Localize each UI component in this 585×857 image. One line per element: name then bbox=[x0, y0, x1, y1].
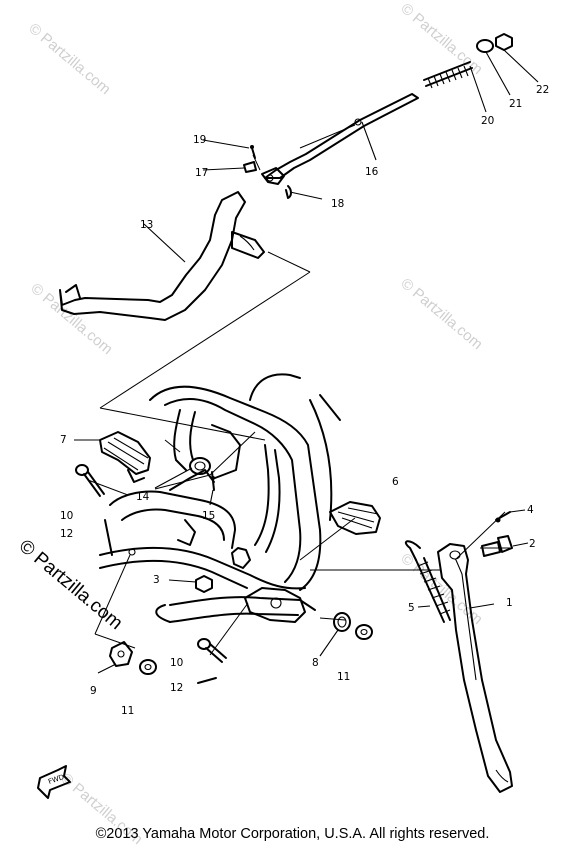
part-10-bolt-lower bbox=[197, 638, 227, 663]
callout-labels: 1 2 3 4 5 6 7 8 9 10 10 11 11 12 12 13 1… bbox=[60, 84, 549, 717]
part-12-pin-lower bbox=[197, 677, 217, 684]
watermark: © Partzilla.com bbox=[397, 0, 485, 78]
part-8-collar bbox=[333, 612, 351, 632]
callout-12a: 12 bbox=[60, 528, 73, 540]
watermarks: © Partzilla.com © Partzilla.com © Partzi… bbox=[15, 0, 486, 848]
part-4-cotter bbox=[495, 511, 511, 523]
part-19-cotter bbox=[250, 145, 256, 159]
callout-8: 8 bbox=[312, 657, 319, 669]
callout-16: 16 bbox=[365, 166, 379, 178]
reference-lines bbox=[87, 124, 510, 656]
part-7-footrest bbox=[99, 431, 151, 483]
callout-14: 14 bbox=[136, 491, 150, 503]
callout-9: 9 bbox=[90, 685, 97, 697]
watermark: © Partzilla.com bbox=[397, 275, 485, 353]
callout-leaders bbox=[74, 49, 539, 674]
copyright-notice: ©2013 Yamaha Motor Corporation, U.S.A. A… bbox=[95, 826, 490, 842]
part-9-bracket bbox=[109, 641, 133, 667]
callout-21: 21 bbox=[509, 98, 522, 110]
watermark-large: © Partzilla.com bbox=[15, 536, 127, 634]
callout-4: 4 bbox=[527, 504, 534, 516]
part-2-bolt bbox=[481, 535, 513, 557]
frame bbox=[99, 373, 341, 623]
callout-18: 18 bbox=[331, 198, 344, 210]
part-3-nut bbox=[195, 575, 213, 593]
part-1-sidestand bbox=[437, 543, 513, 793]
callout-10b: 10 bbox=[170, 657, 183, 669]
callout-11a: 11 bbox=[121, 705, 134, 717]
part-21-washer bbox=[476, 39, 494, 53]
part-20-spring bbox=[423, 61, 473, 89]
part-11-washer-left bbox=[139, 659, 157, 675]
part-18-cotter-pin bbox=[285, 185, 292, 199]
callout-5: 5 bbox=[408, 602, 415, 614]
part-14-spring bbox=[189, 457, 211, 475]
callout-7: 7 bbox=[60, 434, 67, 446]
callout-22: 22 bbox=[536, 84, 549, 96]
callout-11b: 11 bbox=[337, 671, 350, 683]
part-11-washer-right bbox=[355, 624, 373, 640]
callout-1: 1 bbox=[506, 597, 513, 609]
part-10-bolt-upper bbox=[75, 464, 105, 497]
callout-15: 15 bbox=[202, 510, 215, 522]
part-6-footrest bbox=[329, 501, 381, 535]
callout-13: 13 bbox=[140, 219, 153, 231]
callout-3: 3 bbox=[153, 574, 160, 586]
part-15-bolt bbox=[211, 471, 215, 491]
callout-2: 2 bbox=[529, 538, 536, 550]
callout-17: 17 bbox=[195, 167, 208, 179]
part-22-nut bbox=[495, 33, 513, 51]
callout-19: 19 bbox=[193, 134, 206, 146]
part-13-brake-pedal bbox=[59, 191, 265, 321]
part-16-brake-rod bbox=[261, 93, 419, 185]
callout-20: 20 bbox=[481, 115, 494, 127]
part-17-pin bbox=[243, 161, 257, 173]
callout-12b: 12 bbox=[170, 682, 183, 694]
watermark: © Partzilla.com bbox=[25, 20, 113, 98]
callout-6: 6 bbox=[392, 476, 399, 488]
watermark: © Partzilla.com bbox=[27, 280, 115, 358]
callout-10a: 10 bbox=[60, 510, 73, 522]
part-5-spring bbox=[404, 540, 451, 623]
